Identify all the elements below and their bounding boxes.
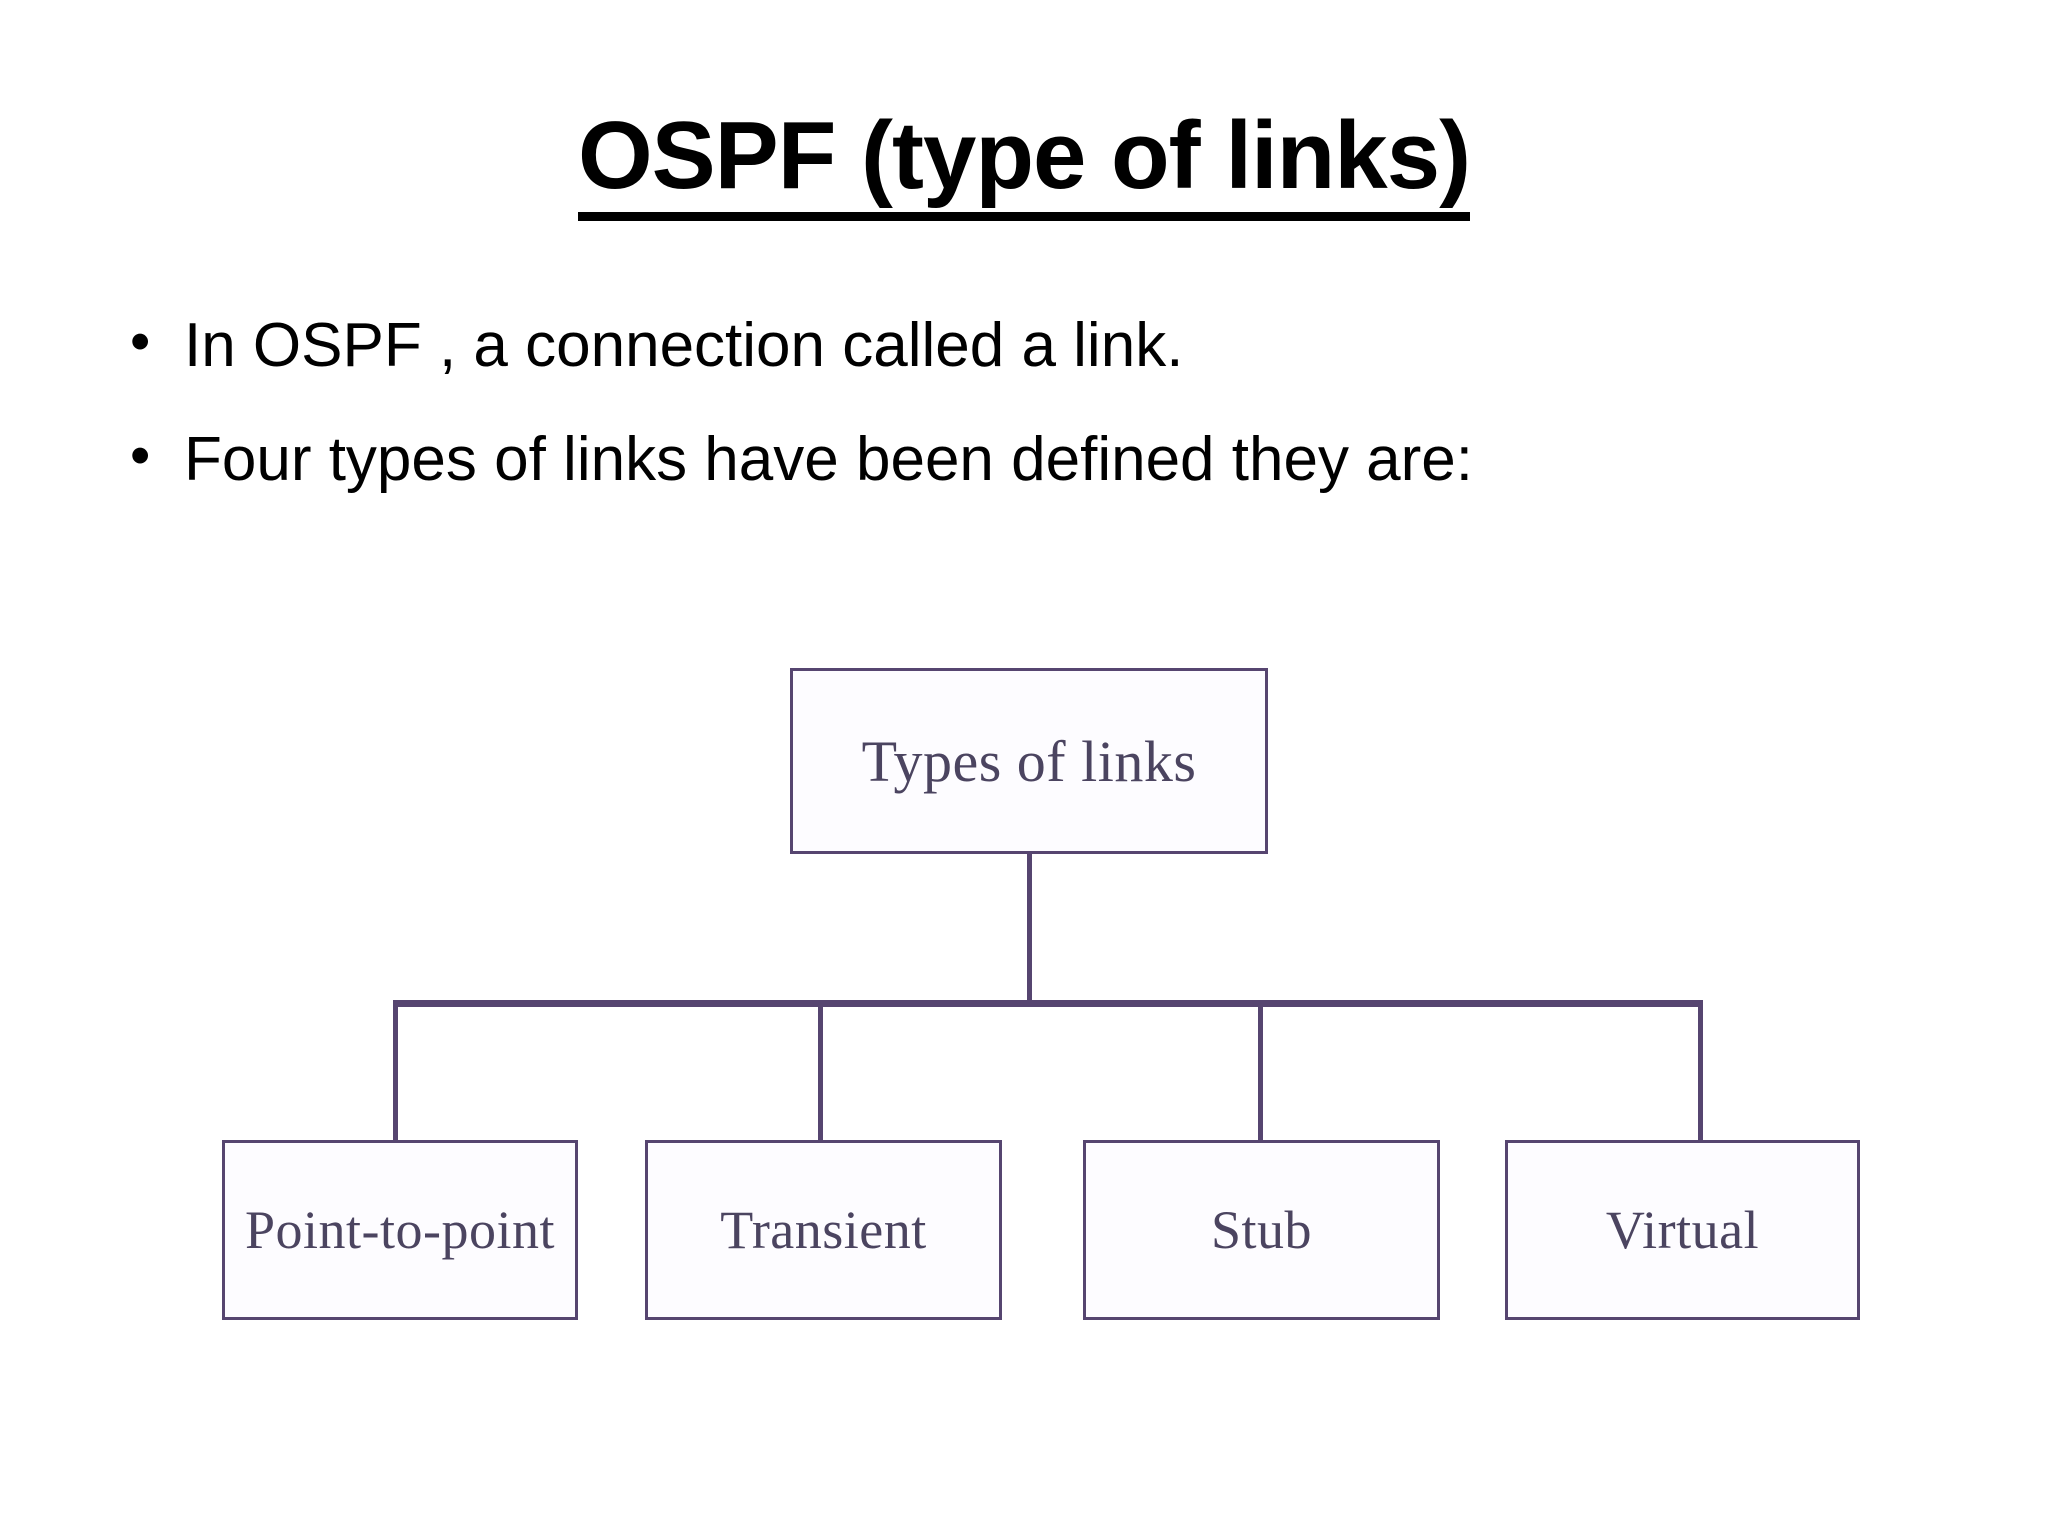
connector-root-stem — [1027, 854, 1032, 1004]
types-of-links-diagram: Types of links Point-to-point Transient … — [0, 640, 2048, 1400]
connector-drop-point-to-point — [393, 1004, 398, 1144]
diagram-node-label: Virtual — [1605, 1200, 1760, 1260]
diagram-node-root: Types of links — [790, 668, 1277, 863]
diagram-node-transient: Transient — [645, 1140, 1011, 1329]
diagram-node-label: Transient — [720, 1200, 927, 1260]
bullet-marker-icon: • — [130, 423, 151, 488]
diagram-node-point-to-point: Point-to-point — [222, 1140, 587, 1329]
list-item: • In OSPF , a connection called a link. — [112, 300, 1942, 392]
page-title: OSPF (type of links) — [0, 108, 2048, 221]
bullet-marker-icon: • — [130, 309, 151, 374]
diagram-node-root-label: Types of links — [861, 728, 1197, 794]
diagram-node-stub: Stub — [1083, 1140, 1449, 1329]
connector-horizontal-bus — [393, 1000, 1703, 1007]
diagram-node-virtual: Virtual — [1505, 1140, 1869, 1329]
bullet-text: Four types of links have been defined th… — [184, 425, 1474, 494]
page-title-text: OSPF (type of links) — [577, 108, 1471, 221]
bullet-text: In OSPF , a connection called a link. — [184, 311, 1184, 380]
connector-drop-virtual — [1698, 1004, 1703, 1144]
connector-drop-transient — [818, 1004, 823, 1144]
bullet-list: • In OSPF , a connection called a link. … — [112, 300, 1942, 528]
diagram-node-label: Point-to-point — [244, 1200, 555, 1260]
connector-drop-stub — [1258, 1004, 1263, 1144]
diagram-node-label: Stub — [1210, 1200, 1313, 1260]
list-item: • Four types of links have been defined … — [112, 414, 1942, 506]
